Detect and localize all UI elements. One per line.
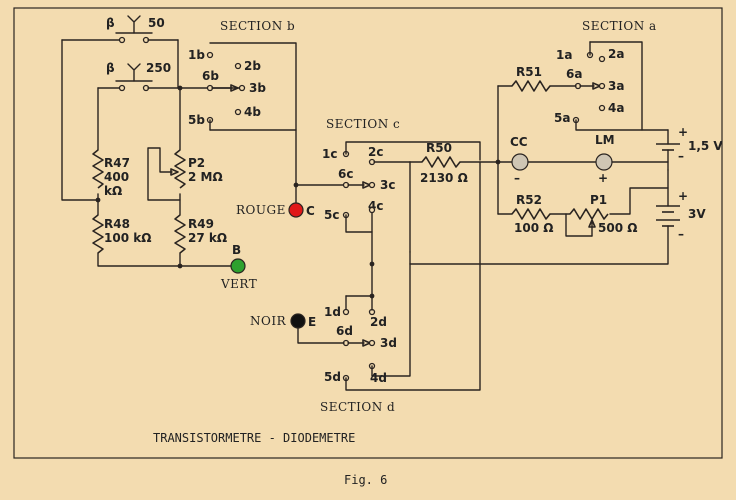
rouge-terminal[interactable] bbox=[288, 202, 304, 218]
beta-250-symbol: β bbox=[106, 61, 115, 75]
p1-value: 500 Ω bbox=[598, 221, 637, 235]
contact-5c: 5c bbox=[324, 208, 339, 222]
r52-value: 100 Ω bbox=[514, 221, 553, 235]
left-network: β 50 β 250 R47 400 kΩ R48 100 kΩ bbox=[61, 15, 257, 291]
r52-name: R52 bbox=[516, 193, 542, 207]
diagram-title: TRANSISTORMETRE - DIODEMETRE bbox=[153, 431, 355, 445]
section-b[interactable]: SECTION b 1b 2b 6b 3b 4b 5b bbox=[188, 19, 297, 186]
bat1-minus: – bbox=[678, 149, 684, 163]
rouge-group: ROUGE C bbox=[236, 182, 345, 218]
bat2-value: 3V bbox=[688, 207, 706, 221]
beta-50-symbol: β bbox=[106, 16, 115, 30]
section-d[interactable]: 1d 2d 6d 3d 5d 4d SECTION d bbox=[320, 161, 481, 414]
contact-1a: 1a bbox=[556, 48, 572, 62]
cc-polarity: – bbox=[514, 171, 520, 185]
section-d-title: SECTION d bbox=[320, 400, 395, 414]
section-a[interactable]: SECTION a 1a 2a 6a 3a 4a 5a bbox=[554, 19, 669, 131]
beta-250-switch[interactable]: β 250 bbox=[97, 61, 241, 92]
p2-name: P2 bbox=[188, 156, 205, 170]
r51-resistor bbox=[511, 80, 551, 92]
rouge-label: ROUGE bbox=[236, 203, 286, 217]
contact-2b: 2b bbox=[244, 59, 261, 73]
r49-resistor bbox=[174, 214, 186, 254]
section-a-title: SECTION a bbox=[582, 19, 657, 33]
contact-6d: 6d bbox=[336, 324, 353, 338]
contact-3a: 3a bbox=[608, 79, 624, 93]
beta-50-value: 50 bbox=[148, 16, 165, 30]
contact-6b: 6b bbox=[202, 69, 219, 83]
vert-terminal[interactable] bbox=[230, 258, 246, 274]
contact-5b: 5b bbox=[188, 113, 205, 127]
vert-letter: B bbox=[232, 243, 241, 257]
section-c[interactable]: SECTION c 1c 2c 6c 3c 5c 4c bbox=[322, 117, 481, 233]
contact-6c: 6c bbox=[338, 167, 353, 181]
noir-label: NOIR bbox=[250, 314, 287, 328]
r50-resistor bbox=[421, 156, 461, 168]
contact-3c: 3c bbox=[380, 178, 395, 192]
r47-value: 400 bbox=[104, 170, 129, 184]
r52-p1-group: R52 100 Ω P1 500 Ω bbox=[497, 187, 669, 237]
contact-2d: 2d bbox=[370, 315, 387, 329]
contact-6a: 6a bbox=[566, 67, 582, 81]
lm-polarity: + bbox=[598, 171, 608, 185]
noir-group: NOIR E bbox=[250, 313, 345, 344]
contact-4d: 4d bbox=[370, 371, 387, 385]
contact-1d: 1d bbox=[324, 305, 341, 319]
r47-name: R47 bbox=[104, 156, 130, 170]
cc-name: CC bbox=[510, 135, 528, 149]
meter-group: CC – LM + bbox=[497, 133, 669, 185]
r51-group: R51 bbox=[495, 65, 577, 215]
contact-2c: 2c bbox=[368, 145, 383, 159]
beta-50-switch[interactable]: β 50 bbox=[61, 15, 179, 44]
section-b-title: SECTION b bbox=[220, 19, 295, 33]
p2-value: 2 MΩ bbox=[188, 170, 223, 184]
beta-250-value: 250 bbox=[146, 61, 171, 75]
p1-potentiometer[interactable] bbox=[569, 208, 609, 220]
r51-name: R51 bbox=[516, 65, 542, 79]
r48-value: 100 kΩ bbox=[104, 231, 151, 245]
contact-4b: 4b bbox=[244, 105, 261, 119]
cc-lamp bbox=[511, 153, 529, 171]
vert-label: VERT bbox=[220, 277, 257, 291]
contact-3d: 3d bbox=[380, 336, 397, 350]
bat1-plus: + bbox=[678, 125, 688, 139]
battery-3v: + – 3V bbox=[409, 169, 706, 265]
lm-meter bbox=[595, 153, 613, 171]
contact-5d: 5d bbox=[324, 370, 341, 384]
bat1-value: 1,5 V bbox=[688, 139, 723, 153]
r49-value: 27 kΩ bbox=[188, 231, 227, 245]
p1-name: P1 bbox=[590, 193, 607, 207]
battery-1-5v: + – 1,5 V bbox=[656, 125, 723, 171]
section-c-title: SECTION c bbox=[326, 117, 400, 131]
lm-name: LM bbox=[595, 133, 615, 147]
rouge-letter: C bbox=[306, 204, 315, 218]
figure-caption: Fig. 6 bbox=[344, 473, 387, 487]
contact-1c: 1c bbox=[322, 147, 337, 161]
contact-2a: 2a bbox=[608, 47, 624, 61]
contact-5a: 5a bbox=[554, 111, 570, 125]
bat2-minus: – bbox=[678, 227, 684, 241]
contact-3b: 3b bbox=[249, 81, 266, 95]
noir-letter: E bbox=[308, 315, 316, 329]
r52-resistor bbox=[511, 208, 551, 220]
r50-value: 2130 Ω bbox=[420, 171, 468, 185]
contact-1b: 1b bbox=[188, 48, 205, 62]
r50-group: R50 2130 Ω bbox=[409, 141, 499, 253]
r49-name: R49 bbox=[188, 217, 214, 231]
r47-resistor bbox=[92, 149, 104, 189]
r47-unit: kΩ bbox=[104, 184, 122, 198]
r48-resistor bbox=[92, 214, 104, 254]
diagram-frame bbox=[13, 7, 723, 459]
r50-name: R50 bbox=[426, 141, 452, 155]
contact-4a: 4a bbox=[608, 101, 624, 115]
p2-potentiometer[interactable] bbox=[174, 149, 186, 189]
noir-terminal[interactable] bbox=[290, 313, 306, 329]
r48-name: R48 bbox=[104, 217, 130, 231]
bat2-plus: + bbox=[678, 189, 688, 203]
